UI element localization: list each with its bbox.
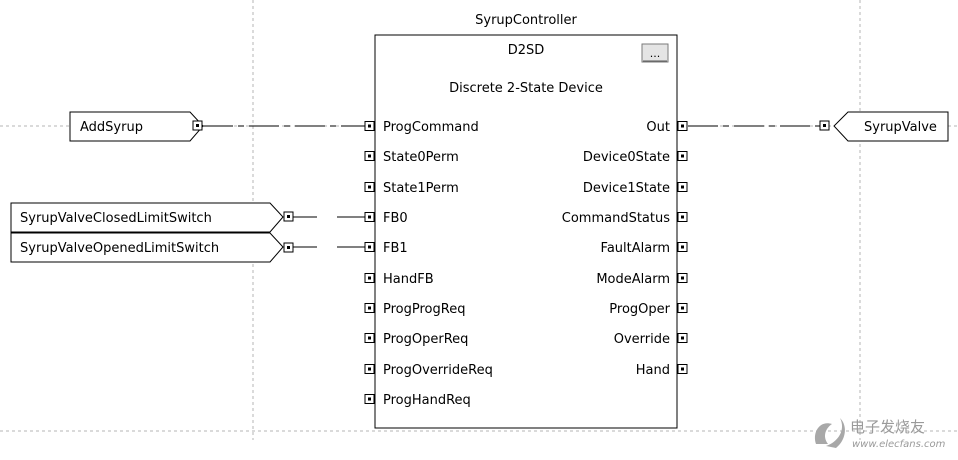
output-reference-label: SyrupValve: [864, 120, 937, 135]
pin-connector-dot: [368, 185, 371, 189]
pin-connector-dot: [681, 215, 684, 219]
watermark-text: 电子发烧友: [850, 418, 925, 436]
output-pin-label: ModeAlarm: [596, 272, 670, 287]
watermark-logo-icon: [814, 418, 845, 448]
block-properties-button[interactable]: ...: [641, 43, 669, 63]
input-pin-label: HandFB: [383, 272, 434, 287]
input-pin-prog-override-req[interactable]: ProgOverrideReq: [364, 363, 493, 378]
output-pin-label: Override: [614, 332, 670, 347]
function-block-d2sd[interactable]: D2SD Discrete 2-State Device ... ProgCom…: [364, 34, 688, 429]
input-pin-prog-prog-req[interactable]: ProgProgReq: [364, 302, 465, 317]
output-pins: OutDevice0StateDevice1StateCommandStatus…: [562, 120, 688, 378]
input-pin-prog-oper-req[interactable]: ProgOperReq: [364, 332, 468, 347]
input-pin-label: ProgProgReq: [383, 302, 465, 317]
input-pin-label: FB1: [383, 241, 408, 256]
output-pin-fault-alarm[interactable]: FaultAlarm: [601, 241, 688, 256]
pin-connector-dot: [681, 367, 684, 371]
pin-connector-dot: [368, 276, 371, 280]
pin-connector-dot: [368, 124, 371, 128]
pin-connector-dot: [368, 336, 371, 340]
output-reference-shape[interactable]: [833, 111, 949, 142]
output-pin-label: FaultAlarm: [601, 241, 670, 256]
pin-connector-dot: [681, 245, 684, 249]
input-reference-shape[interactable]: [10, 202, 284, 233]
output-reference-pin[interactable]: [819, 120, 830, 131]
input-pin-label: ProgHandReq: [383, 393, 471, 408]
input-pin-fb0[interactable]: FB0: [364, 211, 408, 226]
output-reference-syrupvalve[interactable]: SyrupValve: [819, 111, 949, 142]
input-reference-opened-limit-switch[interactable]: SyrupValveOpenedLimitSwitch: [10, 232, 294, 263]
input-pin-prog-hand-req[interactable]: ProgHandReq: [364, 393, 471, 408]
input-pin-label: ProgOperReq: [383, 332, 468, 347]
input-pin-label: State0Perm: [383, 150, 459, 165]
input-pins: ProgCommandState0PermState1PermFB0FB1Han…: [364, 120, 493, 408]
pin-connector-dot: [681, 124, 684, 128]
pin-connector-dot: [681, 276, 684, 280]
input-reference-shape[interactable]: [69, 111, 204, 142]
input-pin-prog-command[interactable]: ProgCommand: [364, 120, 479, 135]
function-block-body[interactable]: [374, 34, 678, 429]
output-pin-mode-alarm[interactable]: ModeAlarm: [596, 272, 688, 287]
input-reference-label: SyrupValveOpenedLimitSwitch: [20, 241, 219, 256]
properties-button-face[interactable]: [641, 43, 669, 63]
output-pin-label: Device0State: [583, 150, 670, 165]
output-pin-device1-state[interactable]: Device1State: [583, 181, 688, 196]
pin-connector-dot: [368, 306, 371, 310]
input-pin-fb1[interactable]: FB1: [364, 241, 408, 256]
output-pin-label: Device1State: [583, 181, 670, 196]
output-pin-out[interactable]: Out: [646, 120, 688, 135]
output-pin-label: Hand: [636, 363, 670, 378]
input-pin-state0-perm[interactable]: State0Perm: [364, 150, 459, 165]
input-pin-label: ProgCommand: [383, 120, 479, 135]
input-reference-pin[interactable]: [192, 120, 203, 131]
output-pin-device0-state[interactable]: Device0State: [583, 150, 688, 165]
input-reference-pin[interactable]: [283, 211, 294, 222]
pin-connector-dot: [681, 306, 684, 310]
output-pin-hand[interactable]: Hand: [636, 363, 688, 378]
input-reference-pin[interactable]: [283, 242, 294, 253]
input-reference-addsyrup[interactable]: AddSyrup: [69, 111, 204, 142]
block-description: Discrete 2-State Device: [449, 81, 603, 96]
properties-button-label: ...: [650, 47, 661, 60]
pin-connector-dot: [368, 215, 371, 219]
output-pin-label: CommandStatus: [562, 211, 670, 226]
input-pin-hand-fb[interactable]: HandFB: [364, 272, 434, 287]
watermark: 电子发烧友 www.elecfans.com: [814, 418, 946, 450]
pin-connector-dot: [368, 245, 371, 249]
input-reference-label: SyrupValveClosedLimitSwitch: [20, 211, 212, 226]
input-reference-label: AddSyrup: [80, 120, 143, 135]
output-pin-label: Out: [646, 120, 670, 135]
output-pin-override[interactable]: Override: [614, 332, 688, 347]
pin-connector-dot: [681, 336, 684, 340]
input-reference-closed-limit-switch[interactable]: SyrupValveClosedLimitSwitch: [10, 202, 294, 233]
output-pin-label: ProgOper: [609, 302, 670, 317]
pin-connector-dot: [681, 185, 684, 189]
watermark-url: www.elecfans.com: [852, 439, 946, 450]
input-pin-label: State1Perm: [383, 181, 459, 196]
output-pin-prog-oper[interactable]: ProgOper: [609, 302, 688, 317]
block-type-name: D2SD: [508, 43, 545, 58]
input-pin-state1-perm[interactable]: State1Perm: [364, 181, 459, 196]
input-reference-shape[interactable]: [10, 232, 284, 263]
pin-connector-dot: [681, 154, 684, 158]
pin-connector-dot: [368, 154, 371, 158]
pin-connector-dot: [368, 397, 371, 401]
block-instance-name[interactable]: SyrupController: [475, 13, 577, 28]
pin-connector-dot: [368, 367, 371, 371]
wires: [203, 125, 820, 248]
input-pin-label: FB0: [383, 211, 408, 226]
output-pin-command-status[interactable]: CommandStatus: [562, 211, 688, 226]
input-pin-label: ProgOverrideReq: [383, 363, 493, 378]
